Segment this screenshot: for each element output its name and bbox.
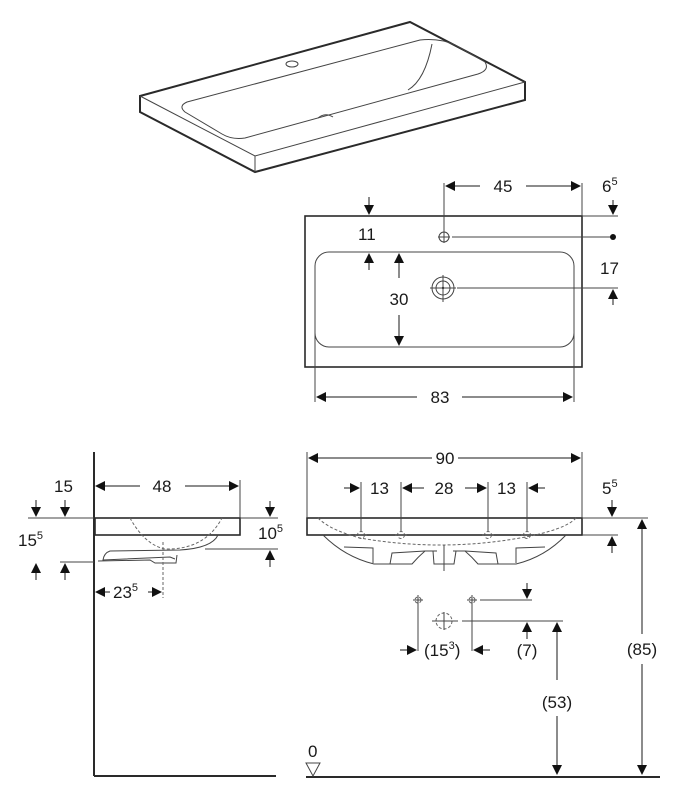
side-view: 48 15 155 105 235 [18, 452, 283, 777]
dim-drain-from-tap: 17 [600, 259, 619, 278]
dim-tap-to-right: 45 [494, 177, 513, 196]
isometric-view [139, 20, 526, 174]
dim-right-hole: 13 [497, 479, 516, 498]
dim-rim-height: 155 [18, 530, 43, 550]
dim-depth: 48 [153, 477, 172, 496]
dim-tap-from-back: 65 [602, 176, 618, 196]
dim-basin-depth: 105 [258, 523, 283, 543]
dim-overall-height: (85) [627, 640, 657, 659]
dim-overall-width: 90 [436, 449, 455, 468]
dim-rim-thickness: 55 [602, 478, 618, 498]
floor-level-label: 0 [308, 742, 317, 761]
dim-wall-offset: 15 [54, 477, 73, 496]
dim-supply-offset: (7) [517, 641, 538, 660]
dim-supply-spacing: (153) [424, 640, 460, 660]
dim-bowl-from-back: 11 [358, 225, 376, 244]
floor-level-marker-icon [305, 762, 321, 778]
hole-marks [355, 531, 533, 539]
front-view: 90 13 28 13 55 (15 [305, 449, 660, 778]
supply-fittings [413, 595, 563, 651]
dim-bowl-width: 83 [431, 388, 450, 407]
dim-drain-height: (53) [542, 693, 572, 712]
tap-hole-icon [285, 60, 299, 68]
dim-bowl-depth: 30 [390, 290, 409, 309]
top-view: 45 65 17 11 30 83 [304, 176, 619, 407]
dim-drain-from-wall: 235 [113, 582, 138, 602]
dim-left-hole: 13 [370, 479, 389, 498]
dim-center-holes: 28 [435, 479, 454, 498]
